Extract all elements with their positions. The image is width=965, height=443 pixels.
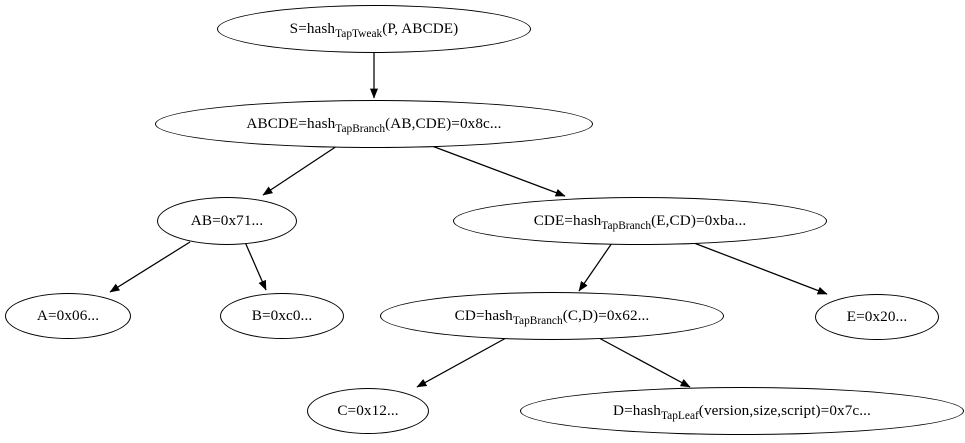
node-ab[interactable]: AB=0x71... [157, 197, 297, 245]
node-label-cd: CD=hashTapBranch(C,D)=0x62... [454, 307, 650, 326]
node-label-suffix: (C,D)=0x62... [562, 307, 650, 325]
node-e[interactable]: E=0x20... [815, 294, 939, 340]
node-label-prefix: E=0x20... [846, 308, 908, 326]
node-label-prefix: B=0xc0... [251, 307, 313, 325]
node-label-subscript: TapBranch [335, 122, 386, 135]
edge-abcde-to-ab [262, 145, 338, 196]
node-a[interactable]: A=0x06... [5, 293, 131, 339]
node-label-subscript: TapLeaf [661, 409, 699, 422]
node-label-subscript: TapBranch [512, 314, 563, 327]
node-label-b: B=0xc0... [252, 308, 313, 323]
node-label-prefix: A=0x06... [36, 307, 100, 325]
node-d[interactable]: D=hashTapLeaf(version,size,script)=0x7c.… [520, 387, 964, 435]
node-label-suffix: (AB,CDE)=0x8c... [385, 115, 502, 133]
edge-ab-to-a [109, 241, 191, 293]
node-label-suffix: (E,CD)=0xba... [651, 212, 747, 230]
node-label-subscript: TapTweak [335, 27, 383, 40]
node-cd[interactable]: CD=hashTapBranch(C,D)=0x62... [380, 292, 724, 340]
edge-cde-to-e [693, 242, 828, 295]
node-label-cde: CDE=hashTapBranch(E,CD)=0xba... [533, 212, 747, 231]
node-label-s: S=hashTapTweak(P, ABCDE) [289, 20, 459, 39]
edge-cd-to-c [416, 337, 507, 388]
edge-abcde-to-cde [431, 145, 566, 197]
node-label-d: D=hashTapLeaf(version,size,script)=0x7c.… [613, 402, 871, 421]
node-label-a: A=0x06... [37, 308, 99, 323]
edges-group [109, 53, 828, 388]
node-label-subscript: TapBranch [601, 219, 652, 232]
node-abcde[interactable]: ABCDE=hashTapBranch(AB,CDE)=0x8c... [155, 100, 593, 148]
node-label-e: E=0x20... [847, 309, 908, 324]
node-label-c: C=0x12... [337, 403, 398, 418]
node-label-prefix: C=0x12... [337, 402, 399, 420]
node-label-ab: AB=0x71... [191, 213, 263, 228]
node-label-suffix: (version,size,script)=0x7c... [698, 402, 871, 420]
node-c[interactable]: C=0x12... [307, 388, 429, 434]
edge-cd-to-d [598, 337, 691, 388]
node-label-prefix: ABCDE=hash [246, 115, 336, 133]
node-label-prefix: D=hash [613, 402, 662, 420]
edge-cde-to-cd [578, 242, 613, 292]
node-label-suffix: (P, ABCDE) [382, 20, 459, 38]
node-label-abcde: ABCDE=hashTapBranch(AB,CDE)=0x8c... [246, 115, 502, 134]
node-label-prefix: AB=0x71... [190, 212, 264, 230]
node-b[interactable]: B=0xc0... [220, 293, 344, 339]
edge-ab-to-b [244, 241, 267, 291]
node-s[interactable]: S=hashTapTweak(P, ABCDE) [217, 5, 531, 53]
node-label-prefix: CDE=hash [533, 212, 602, 230]
node-cde[interactable]: CDE=hashTapBranch(E,CD)=0xba... [453, 197, 827, 245]
node-label-prefix: CD=hash [454, 307, 513, 325]
node-label-prefix: S=hash [289, 20, 336, 38]
